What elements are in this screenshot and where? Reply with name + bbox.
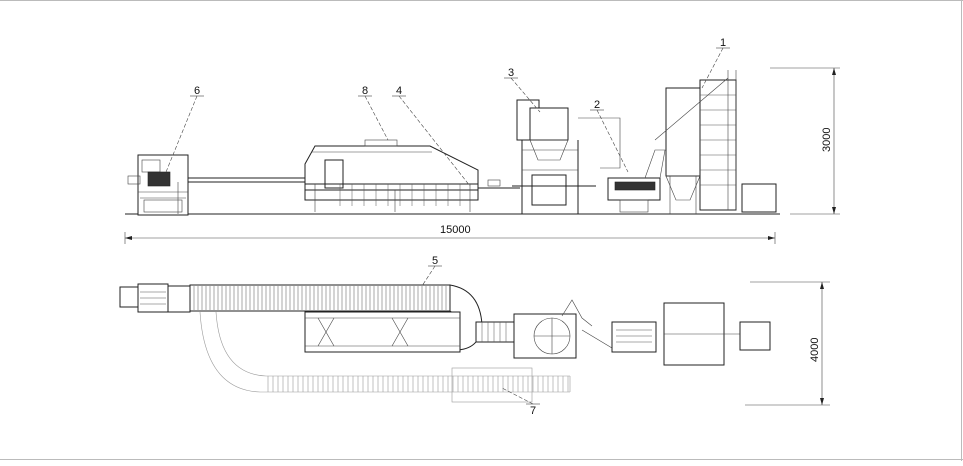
svg-text:4: 4	[396, 85, 402, 97]
packing-machine-elevation	[127, 154, 305, 216]
plan-view: 4000	[119, 281, 830, 406]
svg-text:6: 6	[194, 85, 200, 97]
oven-plan	[304, 311, 515, 353]
height-dimension-label: 3000	[821, 128, 833, 152]
svg-text:1: 1	[720, 37, 726, 49]
height-dimension	[770, 67, 840, 215]
length-dimension-label: 15000	[440, 224, 471, 236]
svg-text:3: 3	[508, 67, 514, 79]
svg-text:8: 8	[362, 85, 368, 97]
conveyor-lower-plan	[199, 311, 571, 403]
callout-8: 8	[358, 85, 389, 141]
proofer-plan	[513, 299, 593, 359]
svg-text:5: 5	[432, 255, 438, 267]
callout-3: 3	[504, 67, 541, 113]
svg-text:2: 2	[594, 99, 600, 111]
elevation-view: 15000 3000	[124, 67, 840, 244]
silo-plan	[663, 302, 771, 366]
mixer-elevation	[607, 149, 666, 213]
callout-2: 2	[590, 99, 629, 173]
width-dimension-label: 4000	[809, 338, 821, 362]
length-dimension	[124, 232, 776, 244]
silo-elevator-elevation	[654, 70, 777, 214]
callout-6: 6	[165, 85, 204, 173]
callout-7: 7	[501, 387, 540, 417]
callouts: 1 2 3 4 5 6 7	[165, 37, 730, 417]
tunnel-oven-elevation	[304, 139, 520, 212]
width-dimension	[745, 281, 830, 406]
callout-5: 5	[421, 255, 442, 287]
packing-machine-plan	[119, 283, 191, 313]
callout-1: 1	[701, 37, 730, 89]
proofer-elevation	[512, 99, 621, 214]
mixer-plan	[581, 321, 657, 353]
callout-4: 4	[392, 85, 471, 187]
svg-text:7: 7	[530, 405, 536, 417]
